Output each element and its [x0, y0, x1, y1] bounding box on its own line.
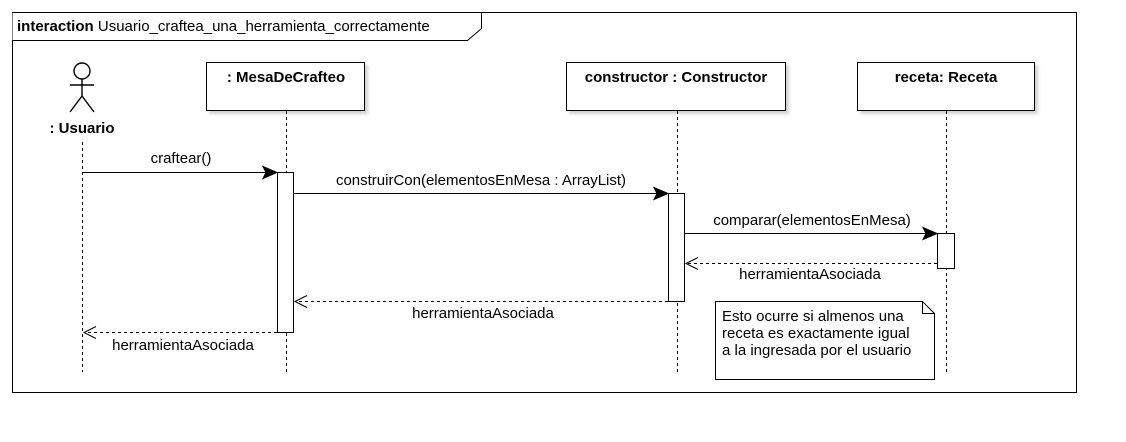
lifeline-head-receta[interactable] — [857, 62, 1035, 111]
note-box — [715, 301, 935, 380]
frame-keyword: interaction — [17, 18, 94, 35]
message-label-comparar: comparar(elementosEnMesa) — [713, 212, 911, 229]
frame-label-pentagon — [12, 12, 482, 41]
return-arrowhead-constructor — [293, 295, 308, 308]
note-fold — [922, 301, 935, 314]
lifeline-label-mesa: : MesaDeCrafteo — [227, 69, 345, 86]
activation-mesa — [277, 172, 294, 333]
frame-name: Usuario_craftea_una_herramienta_correcta… — [98, 18, 430, 35]
message-label-craftear: craftear() — [151, 150, 212, 167]
actor-usuario — [69, 62, 95, 113]
lifeline-head-constructor[interactable] — [566, 62, 786, 111]
frame-label: interaction Usuario_craftea_una_herramie… — [17, 18, 430, 35]
lifeline-label-receta: receta: Receta — [895, 69, 998, 86]
note-line-3: a la ingresada por el usuario — [722, 342, 911, 359]
return-arrowhead-receta — [684, 257, 699, 270]
lifeline-label-constructor: constructor : Constructor — [585, 69, 768, 86]
return-label-constructor: herramientaAsociada — [412, 305, 554, 322]
return-arrowhead-mesa — [82, 326, 97, 339]
message-label-construirCon: construirCon(elementosEnMesa : ArrayList… — [336, 172, 626, 189]
return-label-mesa: herramientaAsociada — [112, 337, 254, 354]
arrowhead-comparar — [921, 226, 939, 241]
lifeline-head-mesa[interactable] — [206, 62, 365, 111]
interaction-frame — [12, 12, 1077, 393]
arrowhead-construirCon — [652, 186, 670, 201]
activation-receta — [937, 233, 955, 269]
note-line-1: Esto ocurre si almenos una — [722, 308, 904, 325]
arrowhead-craftear — [261, 165, 279, 180]
note-line-2: receta es exactamente igual — [722, 325, 910, 342]
activation-constructor — [668, 193, 685, 302]
actor-label: : Usuario — [49, 120, 114, 137]
return-label-receta: herramientaAsociada — [739, 266, 881, 283]
